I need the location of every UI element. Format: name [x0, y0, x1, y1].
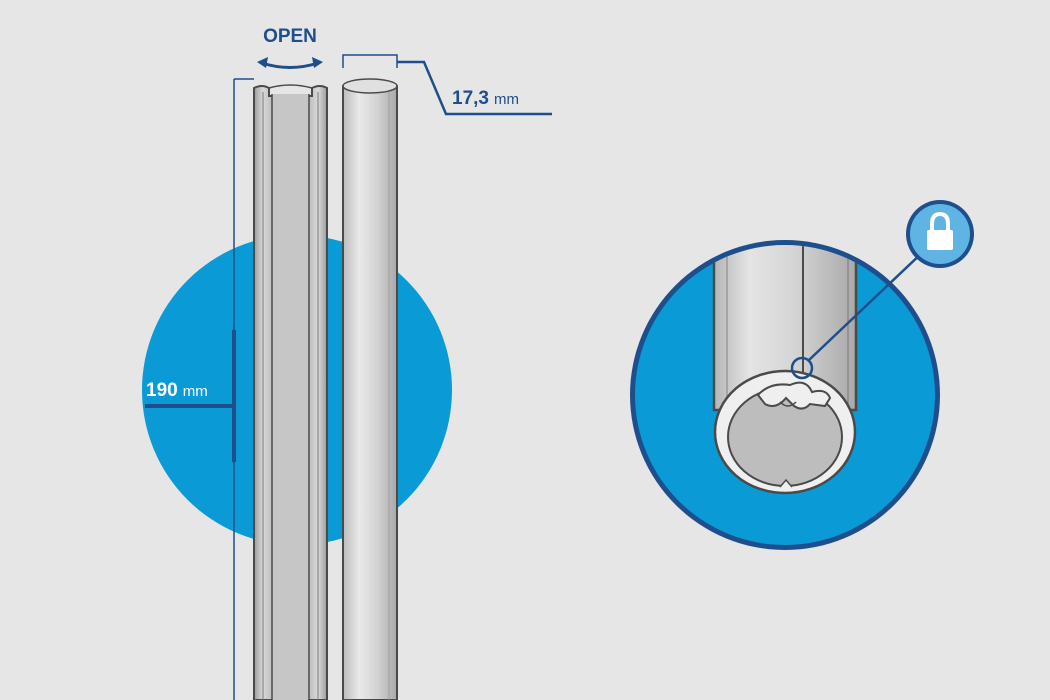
length-unit: mm	[183, 383, 208, 400]
open-label: OPEN	[263, 26, 317, 47]
padlock-icon	[906, 200, 974, 268]
length-label: 190 mm	[146, 380, 208, 401]
length-value: 190	[146, 380, 178, 401]
width-unit: mm	[494, 91, 519, 108]
open-cable-tube	[253, 84, 328, 700]
curved-double-arrow-icon	[257, 57, 323, 69]
cross-section-detail	[630, 240, 940, 550]
width-dimension	[342, 54, 552, 116]
width-value: 17,3	[452, 88, 489, 109]
closed-cable-tube	[342, 78, 398, 700]
width-label: 17,3 mm	[452, 88, 519, 109]
length-dimension	[145, 78, 254, 700]
